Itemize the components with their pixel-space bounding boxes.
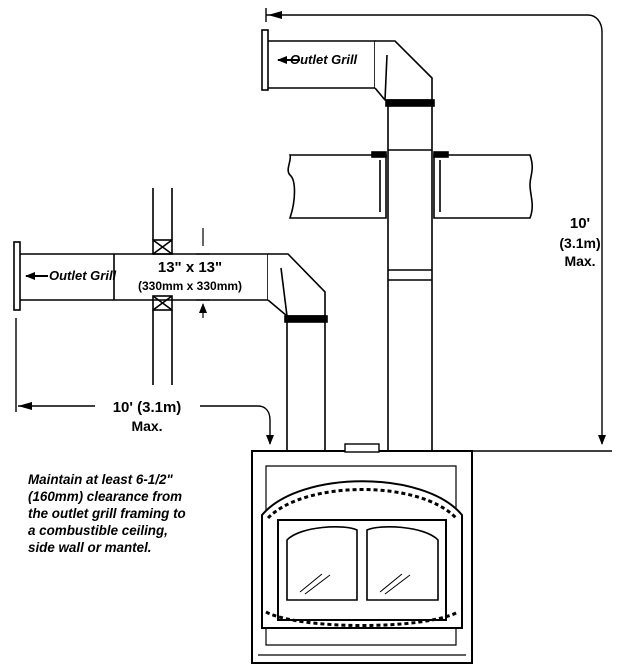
upper-outlet-grill-label: Outlet Grill	[290, 52, 358, 67]
lower-outlet-grill-label: Outlet Grill	[49, 268, 117, 283]
lower-elbow	[267, 253, 326, 317]
vertical-max-label-3: Max.	[564, 253, 595, 269]
horizontal-max-label-2: Max.	[131, 418, 162, 434]
top-vent	[344, 443, 380, 453]
decorative-bottom-trim	[265, 610, 459, 627]
pipe-band	[385, 99, 435, 107]
fireplace-unit	[251, 443, 473, 664]
vertical-max-label-1: 10'	[570, 215, 590, 232]
vertical-max-label-2: (3.1m)	[559, 235, 600, 251]
vertical-max-dimension	[265, 8, 606, 445]
left-glass-panel	[286, 526, 358, 601]
wall-studs	[152, 188, 173, 385]
left-ceiling-joist	[287, 154, 387, 219]
right-glass-panel	[366, 526, 439, 601]
opening-size-label: 13" x 13"	[158, 259, 222, 276]
decorative-door-frame	[261, 480, 463, 629]
right-ceiling-joist	[433, 154, 533, 219]
horizontal-max-label-1: 10' (3.1m)	[113, 399, 182, 416]
tall-vertical-pipe	[387, 100, 433, 450]
lower-outlet-grill-plate	[13, 241, 21, 311]
glass-door-outer	[277, 519, 447, 621]
opening-size-metric-label: (330mm x 330mm)	[138, 279, 242, 293]
clearance-note: Maintain at least 6-1/2" (160mm) clearan…	[28, 472, 186, 555]
upper-elbow	[374, 40, 433, 101]
short-vertical-pipe	[286, 316, 326, 450]
upper-outlet-grill-plate	[261, 29, 269, 91]
lower-duct-assembly	[13, 188, 328, 450]
upper-duct-assembly	[261, 29, 533, 450]
horizontal-max-dimension	[15, 318, 274, 445]
